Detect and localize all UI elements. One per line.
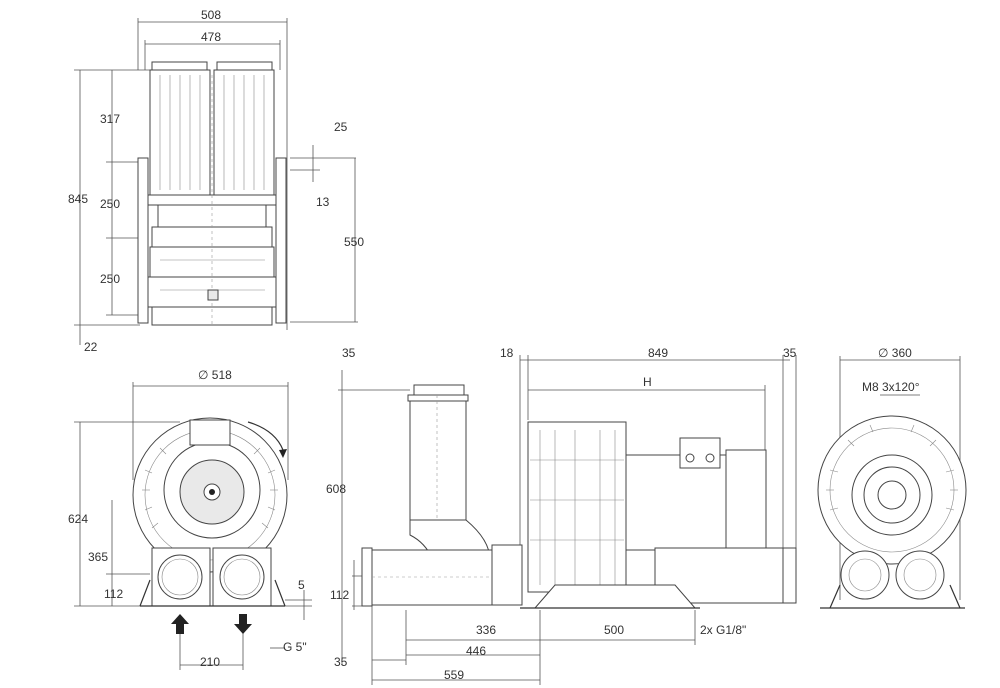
thread-g5: G 5" — [283, 640, 307, 654]
bolt-pattern: M8 3x120° — [862, 380, 920, 394]
dim-height-250b: 250 — [100, 272, 121, 286]
dim-550: 550 — [344, 235, 365, 249]
dim-624: 624 — [68, 512, 89, 526]
dim-width-outer: 508 — [200, 8, 222, 22]
front-view — [74, 382, 312, 670]
dim-diameter-518: 518 — [211, 368, 232, 382]
dim-height-250a: 250 — [100, 197, 121, 211]
ports-label: 2x G1/8" — [700, 623, 747, 637]
dim-13: 13 — [316, 195, 330, 209]
dim-35-right: 35 — [783, 346, 797, 360]
dim-112-front: 112 — [104, 587, 124, 601]
end-view — [817, 356, 967, 609]
dim-608: 608 — [326, 482, 347, 496]
diameter-icon: ∅ — [198, 368, 209, 382]
dim-365: 365 — [88, 550, 109, 564]
arrow-down-icon — [234, 614, 252, 634]
dim-336: 336 — [476, 623, 497, 637]
dim-5: 5 — [298, 578, 305, 592]
diameter-label-end: ∅ 360 — [878, 346, 912, 360]
dim-446: 446 — [466, 644, 487, 658]
dim-559: 559 — [444, 668, 465, 682]
arrow-up-icon — [171, 614, 189, 634]
dim-849: 849 — [648, 346, 669, 360]
diameter-label-front: ∅ 518 — [198, 368, 232, 382]
dim-35-bottom: 35 — [334, 655, 348, 669]
top-view — [74, 18, 358, 345]
side-view — [338, 355, 797, 685]
dim-25: 25 — [334, 120, 348, 134]
dim-height-317: 317 — [100, 112, 121, 126]
dim-500: 500 — [604, 623, 625, 637]
diameter-icon: ∅ — [878, 346, 889, 360]
dim-width-inner: 478 — [200, 30, 222, 44]
dim-H: H — [643, 375, 652, 389]
dim-35-top: 35 — [342, 346, 356, 360]
dim-22: 22 — [84, 340, 98, 354]
dim-18: 18 — [500, 346, 514, 360]
dim-height-845: 845 — [68, 192, 89, 206]
dim-112-side: 112 — [330, 588, 350, 602]
dim-210: 210 — [200, 655, 221, 669]
dim-diameter-360: 360 — [891, 346, 912, 360]
